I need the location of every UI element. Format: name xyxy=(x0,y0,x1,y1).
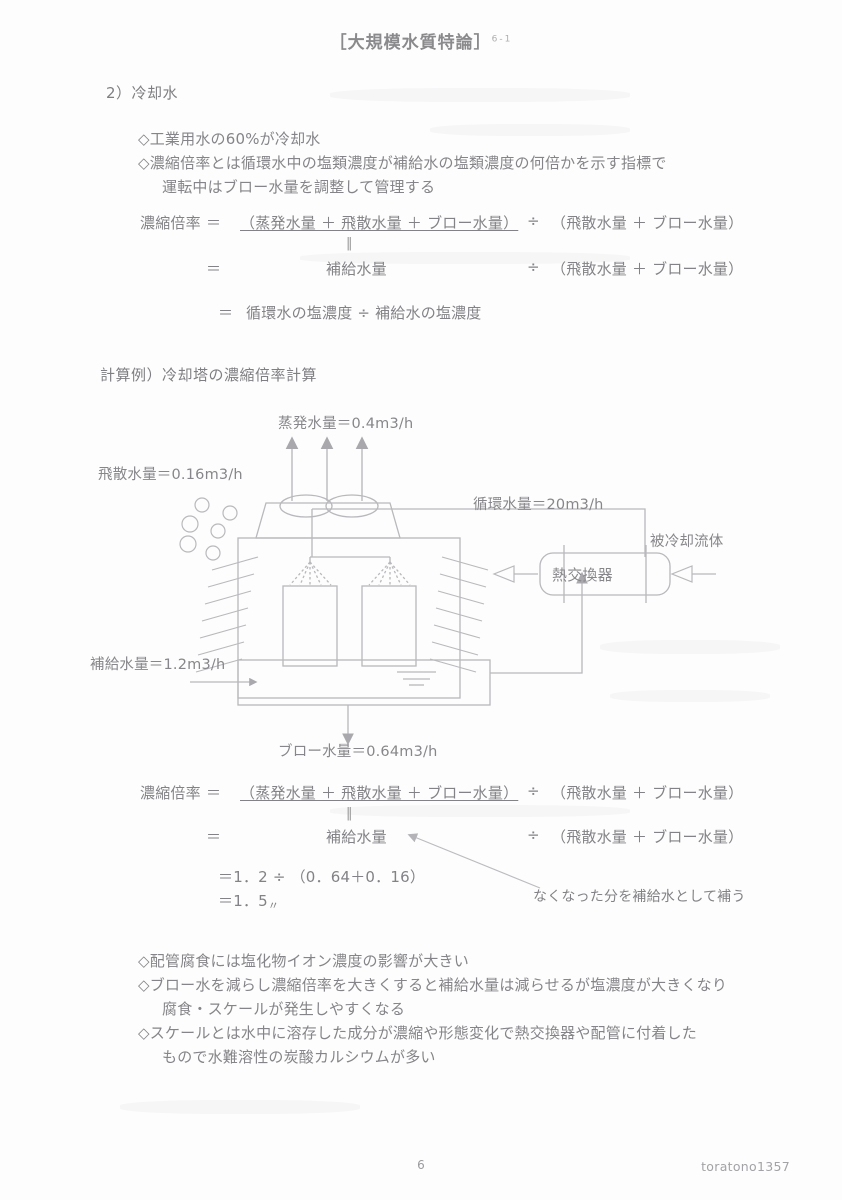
page-title-text: ［大規模水質特論］ xyxy=(329,33,492,53)
formula-top-eq2: ＝ xyxy=(206,260,222,278)
formula-top-div1: ÷ xyxy=(527,212,540,230)
tower-shell xyxy=(237,537,461,699)
calc-line-2-mark: 〃 xyxy=(267,899,280,912)
evaporation-arrows xyxy=(285,436,369,501)
fill-pack-left xyxy=(282,585,338,667)
fan-shroud xyxy=(255,502,401,539)
circulation-supply-pipe xyxy=(312,508,646,557)
scan-artifact xyxy=(430,124,630,136)
spray-cone-right xyxy=(368,561,411,586)
formula-bottom-eq1: ＝ xyxy=(206,784,222,802)
air-inlet-left xyxy=(195,556,259,673)
drift-droplets xyxy=(179,497,238,561)
intro-bullet-1: ◇工業用水の60%が冷却水 xyxy=(138,130,321,148)
formula-bottom-double-eq: ‖ xyxy=(346,806,353,821)
formula-top-numerator2: 補給水量 xyxy=(326,260,387,278)
makeup-label: 補給水量＝1.2m3/h xyxy=(90,657,226,673)
page-title-superscript: 6-1 xyxy=(491,34,513,45)
closing-bullet-1: ◇配管腐食には塩化物イオン濃度の影響が大きい xyxy=(138,952,469,970)
heat-exchanger-label: 熱交換器 xyxy=(552,566,613,584)
scan-artifact xyxy=(330,805,630,817)
formula-annotation: なくなった分を補給水として補う xyxy=(533,889,746,905)
section-heading: 2）冷却水 xyxy=(106,84,179,102)
formula-bottom-div2: ÷ xyxy=(527,826,540,844)
example-heading: 計算例）冷却塔の濃縮倍率計算 xyxy=(100,366,318,384)
formula-bottom-lhs: 濃縮倍率 xyxy=(140,784,201,802)
spray-cone-left xyxy=(289,561,332,586)
circulation-label: 循環水量＝20m3/h xyxy=(473,497,604,513)
formula-top-eq3: ＝ xyxy=(218,304,234,322)
formula-top-denominator: （飛散水量 ＋ ブロー水量） xyxy=(551,214,744,232)
formula-top-double-eq: ‖ xyxy=(346,236,353,251)
formula-bottom-numerator2: 補給水量 xyxy=(326,828,387,846)
fan-blade-right xyxy=(325,494,379,518)
formula-top-div2: ÷ xyxy=(527,258,540,276)
formula-bottom-denominator2: （飛散水量 ＋ ブロー水量） xyxy=(551,828,744,846)
evaporation-label: 蒸発水量＝0.4m3/h xyxy=(278,416,414,432)
intro-bullet-2: ◇濃縮倍率とは循環水中の塩類濃度が補給水の塩類濃度の何倍かを示す指標で xyxy=(138,154,667,172)
formula-bottom-div1: ÷ xyxy=(527,782,540,800)
scan-artifact xyxy=(330,88,630,102)
calc-line-1: ＝1．2 ÷ （0．64＋0．16） xyxy=(218,868,426,886)
calc-line-2: ＝1．5〃 xyxy=(218,890,279,913)
fan-blade-left xyxy=(279,494,333,518)
closing-bullet-3: ◇スケールとは水中に溶存した成分が濃縮や形態変化で熱交換器や配管に付着した xyxy=(138,1024,697,1042)
formula-top-numerator: （蒸発水量 ＋ 飛散水量 ＋ ブロー水量） xyxy=(240,214,519,232)
cooled-fluid-out-arrow xyxy=(492,565,538,583)
watermark: toratono1357 xyxy=(701,1159,790,1174)
fill-pack-right xyxy=(361,585,417,667)
annotation-leader xyxy=(407,833,541,889)
closing-bullet-2: ◇ブロー水を減らし濃縮倍率を大きくすると補給水量は減らせるが塩濃度が大きくなり xyxy=(138,976,728,994)
cooling-tower-svg xyxy=(179,436,716,746)
heat-exchanger-body xyxy=(539,552,671,596)
circulation-return-pipe xyxy=(490,601,583,674)
page-title: ［大規模水質特論］6-1 xyxy=(0,28,842,53)
formula-top-lhs: 濃縮倍率 xyxy=(140,214,201,232)
page-number: 6 xyxy=(417,1158,425,1172)
scan-artifact xyxy=(120,1100,360,1114)
water-level-symbol xyxy=(397,671,436,686)
formula-top-eq1: ＝ xyxy=(206,214,222,232)
cooling-tower-diagram: 蒸発水量＝0.4m3/h 飛散水量＝0.16m3/h 循環水量＝20m3/h 被… xyxy=(90,405,790,765)
formula-top-line3: 循環水の塩濃度 ÷ 補給水の塩濃度 xyxy=(246,304,482,322)
cooled-fluid-in-arrow xyxy=(670,565,716,583)
drift-label: 飛散水量＝0.16m3/h xyxy=(98,467,243,483)
closing-bullet-2-cont: 腐食・スケールが発生しやすくなる xyxy=(162,1000,406,1018)
formula-top-denominator2: （飛散水量 ＋ ブロー水量） xyxy=(551,260,744,278)
cooled-fluid-label: 被冷却流体 xyxy=(650,534,724,550)
air-inlet-right xyxy=(429,556,489,673)
closing-bullet-3-cont: もので水難溶性の炭酸カルシウムが多い xyxy=(162,1048,436,1066)
formula-bottom-eq2: ＝ xyxy=(206,828,222,846)
intro-bullet-2-cont: 運転中はブロー水量を調整して管理する xyxy=(162,178,436,196)
formula-bottom-denominator: （飛散水量 ＋ ブロー水量） xyxy=(551,784,744,802)
calc-line-2-value: ＝1．5 xyxy=(218,892,268,910)
blowdown-label: ブロー水量＝0.64m3/h xyxy=(278,744,438,760)
formula-bottom-numerator: （蒸発水量 ＋ 飛散水量 ＋ ブロー水量） xyxy=(240,784,519,802)
